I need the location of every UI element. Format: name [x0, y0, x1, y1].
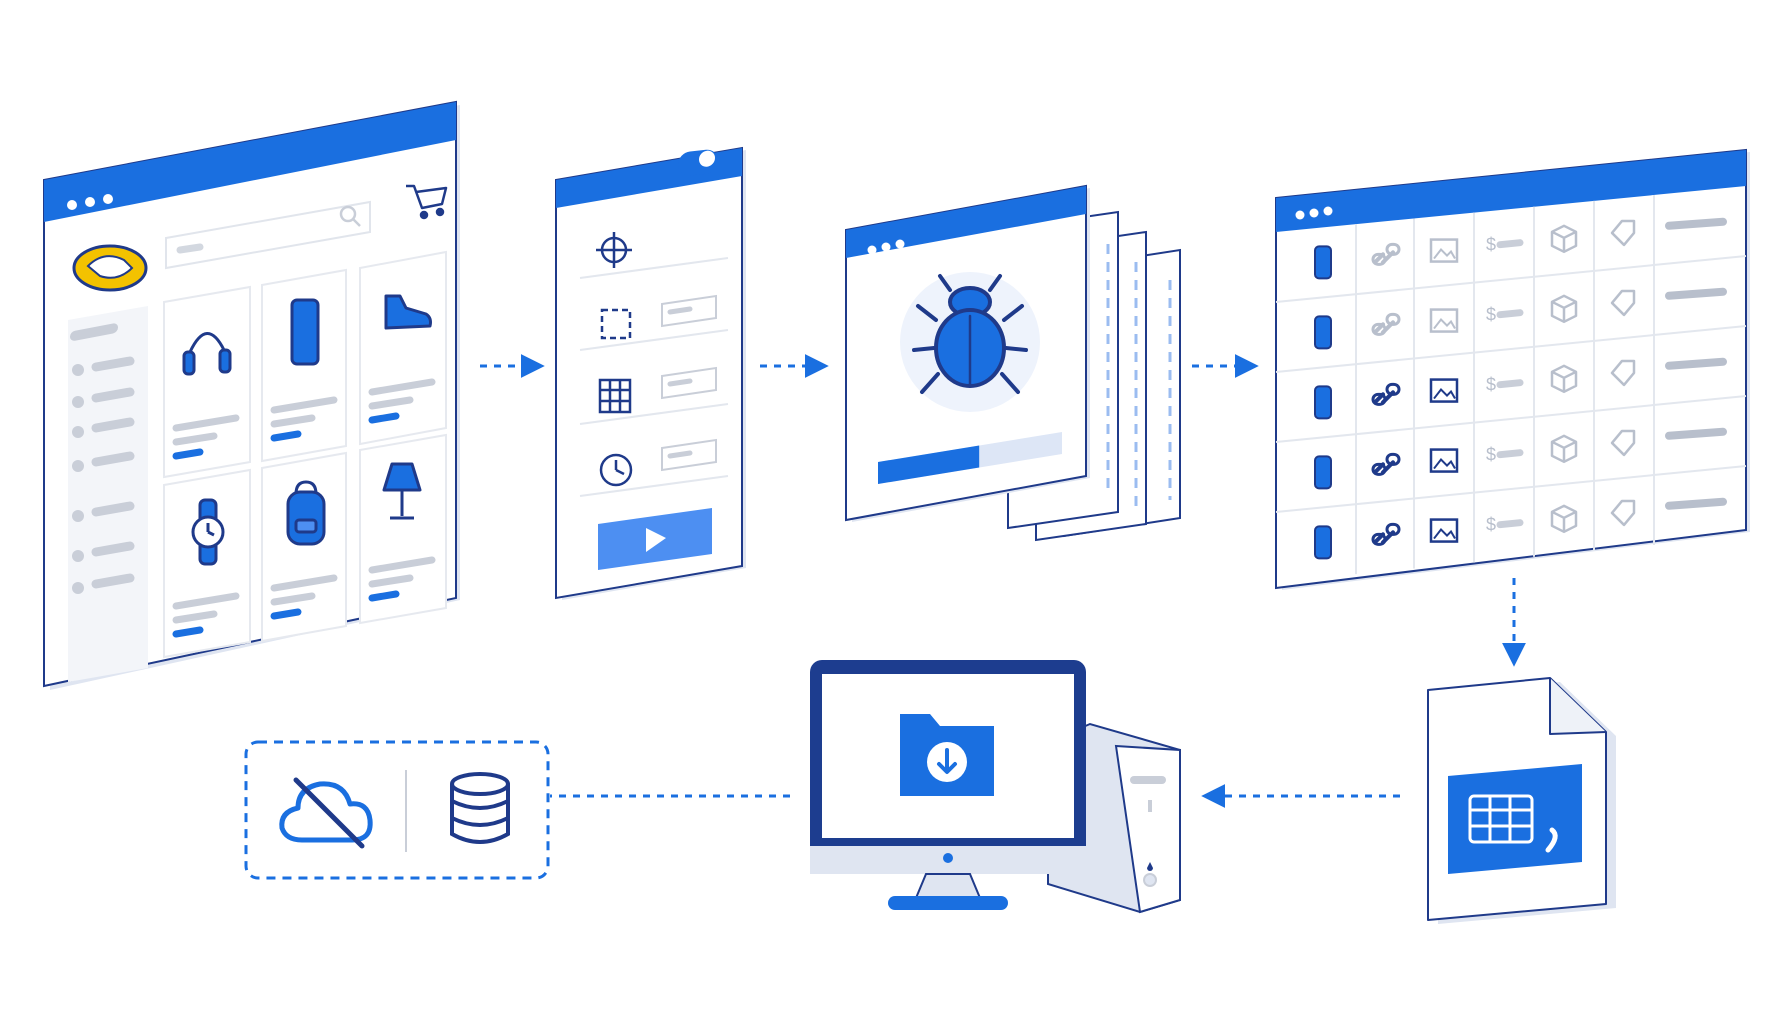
toggle-switch[interactable] — [678, 149, 718, 177]
svg-text:$: $ — [1486, 515, 1496, 535]
watch-icon — [191, 498, 225, 566]
image-cell — [1429, 448, 1459, 473]
crawler-titlebar — [846, 186, 1086, 258]
spreadsheet-icon — [1468, 794, 1534, 844]
svg-text:$: $ — [1486, 305, 1496, 325]
csv-badge — [1448, 764, 1582, 874]
local-computer — [810, 660, 1181, 914]
svg-text:$: $ — [1486, 445, 1496, 465]
product-card[interactable] — [359, 250, 447, 446]
play-button[interactable] — [598, 508, 712, 570]
text-cell — [1665, 427, 1727, 440]
sidebar-menu[interactable] — [70, 322, 118, 341]
csv-file — [1427, 677, 1616, 924]
svg-text:$: $ — [1486, 235, 1496, 255]
text-cell — [1665, 287, 1727, 300]
window-dots — [67, 194, 113, 210]
phone-icon — [1314, 315, 1332, 350]
selection-box-icon — [600, 308, 632, 340]
crawler-progress-window — [845, 184, 1181, 542]
price-cell: $ — [1486, 375, 1524, 395]
sidebar-items[interactable] — [72, 356, 135, 594]
monitor — [810, 660, 1086, 910]
table-icon — [598, 378, 632, 414]
search-icon — [339, 205, 361, 227]
svg-text:$: $ — [1486, 375, 1496, 395]
text-cell — [1665, 357, 1727, 370]
sneaker-icon — [384, 294, 432, 330]
package-cell — [1550, 434, 1578, 464]
offline-storage — [244, 740, 550, 880]
comma-glyph — [1545, 827, 1558, 853]
link-cell — [1371, 522, 1401, 546]
table-row-divider — [1275, 395, 1747, 443]
backpack-icon — [1314, 525, 1332, 560]
extracted-data-table: $ $ $ $ $ — [1275, 148, 1750, 590]
tag-cell — [1610, 499, 1636, 527]
table-row-divider — [1275, 325, 1747, 373]
clock-icon — [599, 453, 633, 487]
image-cell — [1429, 378, 1459, 403]
phone-icon — [290, 298, 320, 366]
bug-icon — [912, 274, 1028, 394]
crosshair-icon — [596, 232, 632, 268]
data-grid: $ $ $ $ $ — [1275, 195, 1747, 575]
cloud-off-icon — [279, 777, 373, 849]
package-cell — [1550, 224, 1578, 254]
price-cell: $ — [1486, 515, 1524, 535]
tag-cell — [1610, 219, 1636, 247]
price-cell: $ — [1486, 445, 1524, 465]
package-cell — [1550, 364, 1578, 394]
window-dots — [867, 239, 905, 255]
backpack-icon — [286, 480, 326, 546]
watch-icon — [1314, 455, 1332, 490]
shop-logo-icon — [72, 244, 148, 292]
table-row-divider — [1275, 255, 1747, 303]
package-cell — [1550, 294, 1578, 324]
progress-fill — [878, 445, 980, 484]
tag-cell — [1610, 289, 1636, 317]
scraper-config-panel — [555, 146, 746, 600]
link-cell — [1371, 452, 1401, 476]
headphones-icon — [182, 332, 232, 376]
window-dots — [1295, 206, 1333, 220]
sneaker-icon — [1314, 385, 1332, 420]
link-cell — [1371, 242, 1401, 266]
headphones-icon — [1314, 245, 1332, 280]
database-icon — [450, 772, 510, 844]
play-icon — [646, 528, 666, 552]
image-cell — [1429, 308, 1459, 333]
link-cell — [1371, 312, 1401, 336]
product-grid — [163, 250, 447, 659]
progress-bar — [878, 432, 1062, 484]
download-folder-icon[interactable] — [900, 714, 994, 796]
tag-cell — [1610, 359, 1636, 387]
cart-icon[interactable] — [406, 184, 448, 220]
table-row-divider — [1275, 465, 1747, 513]
link-cell — [1371, 382, 1401, 406]
price-cell: $ — [1486, 235, 1524, 255]
price-cell: $ — [1486, 305, 1524, 325]
product-card[interactable] — [261, 451, 347, 643]
product-card[interactable] — [163, 285, 251, 479]
lamp-icon — [382, 462, 422, 520]
text-cell — [1665, 217, 1727, 230]
search-input[interactable] — [165, 200, 371, 270]
tag-cell — [1610, 429, 1636, 457]
product-card[interactable] — [359, 433, 447, 625]
image-cell — [1429, 518, 1459, 543]
text-cell — [1665, 497, 1727, 510]
catalog-sidebar — [68, 306, 148, 682]
package-cell — [1550, 504, 1578, 534]
image-cell — [1429, 238, 1459, 263]
table-titlebar — [1276, 150, 1746, 232]
browser-titlebar — [44, 102, 456, 222]
product-catalog-browser — [43, 100, 460, 690]
